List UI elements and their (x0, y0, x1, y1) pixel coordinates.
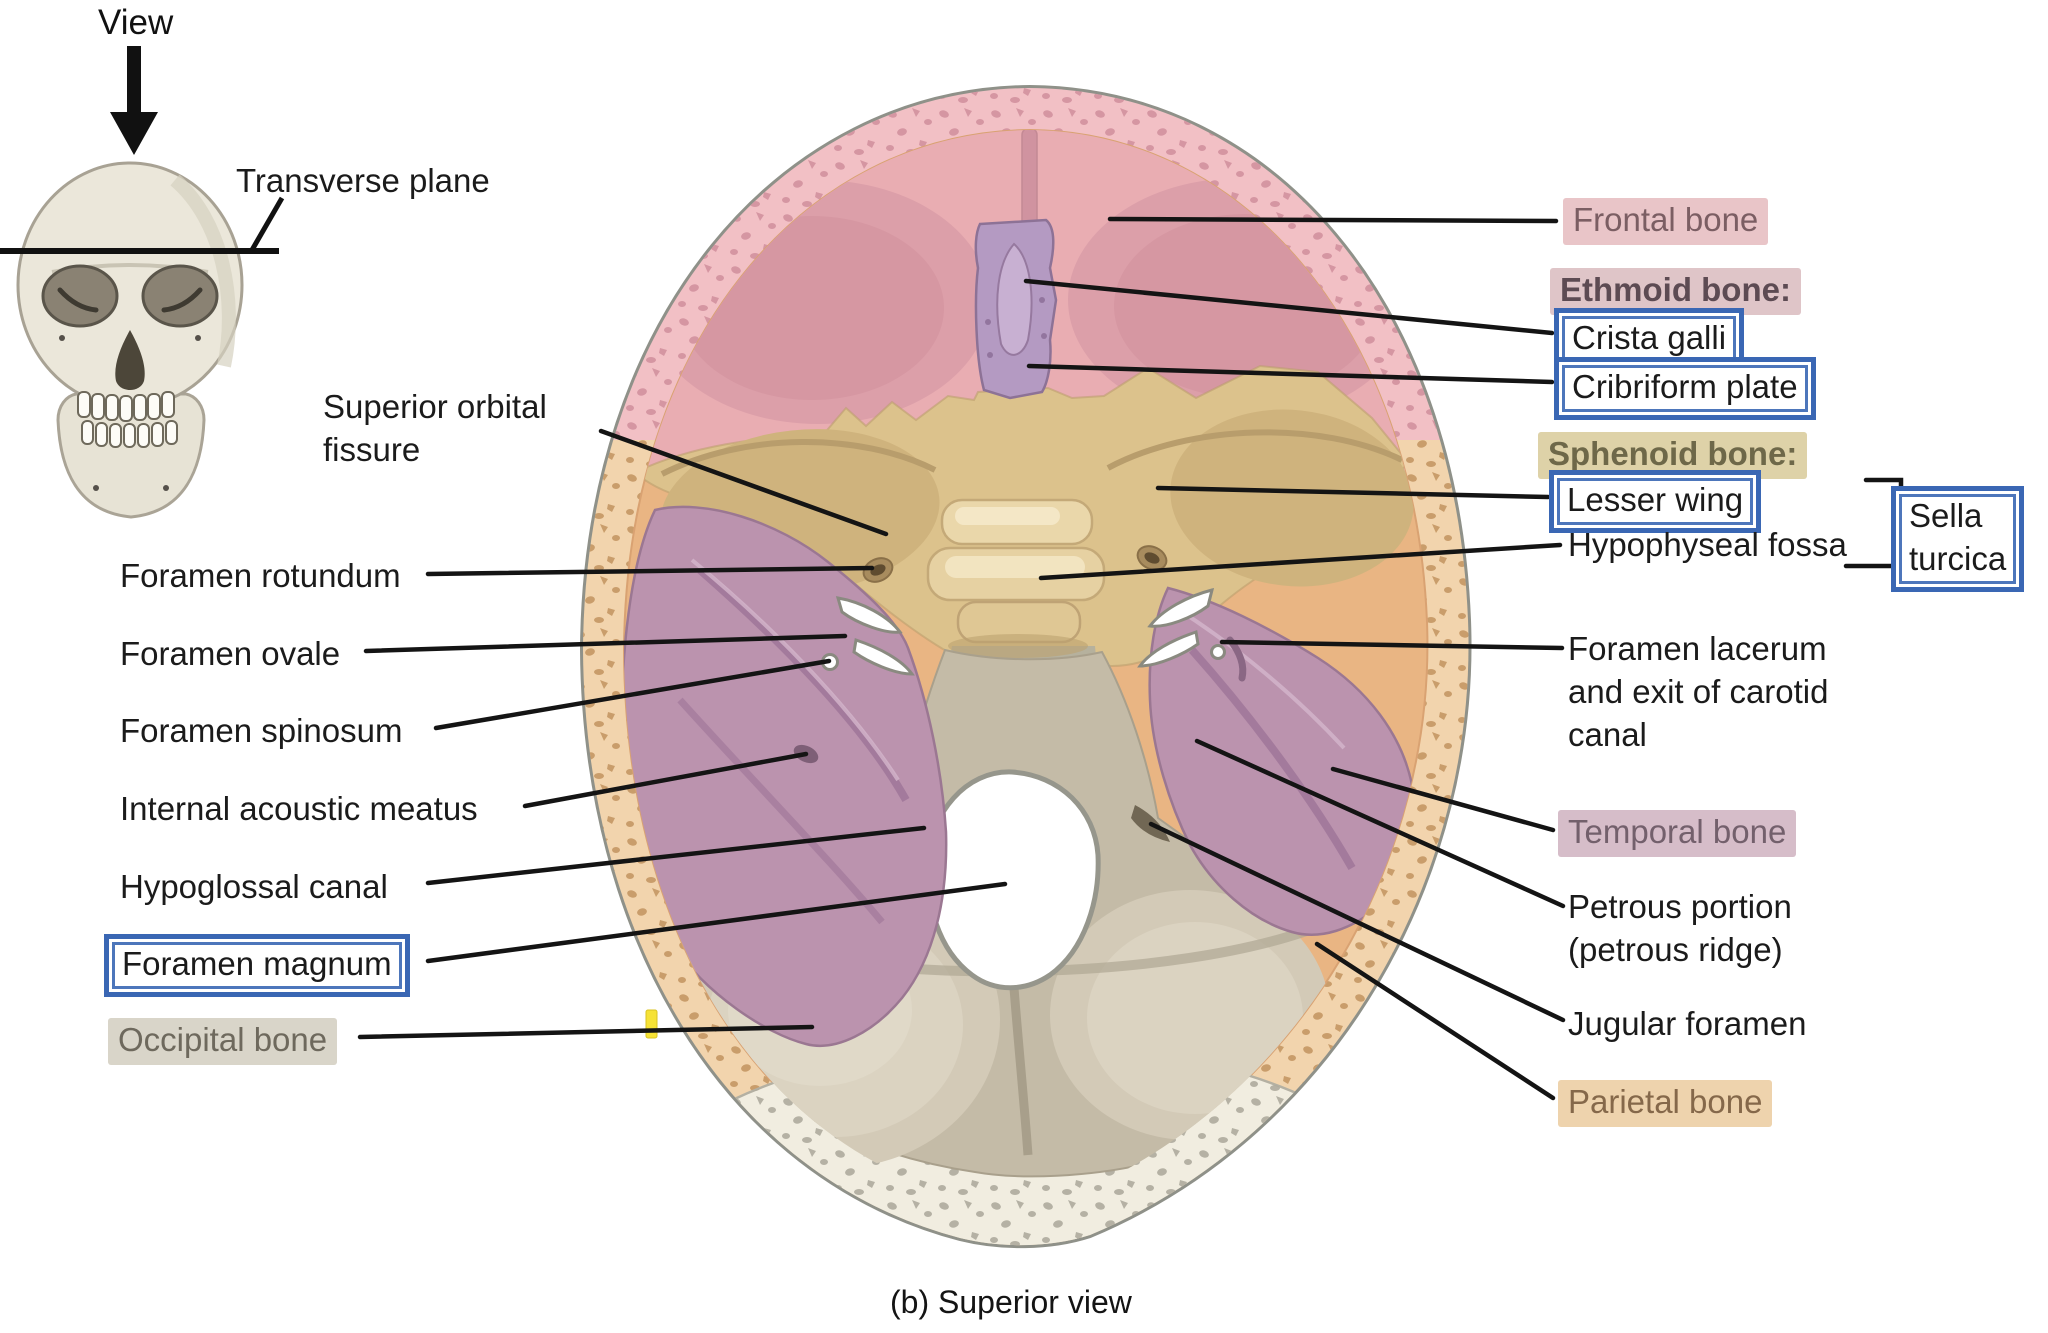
label-line: and exit of carotid (1568, 672, 1829, 710)
fissure-slits-right (1137, 587, 1226, 668)
label-line: canal (1568, 715, 1647, 753)
label-hypophyseal-fossa: Hypophyseal fossa (1568, 526, 1847, 563)
inset-skull (0, 46, 285, 519)
label-line: Sella (1909, 497, 1983, 534)
label-line: Petrous portion (1568, 888, 1792, 925)
label-internal-acoustic-meatus: Internal acoustic meatus (120, 790, 478, 827)
label-frontal-bone: Frontal bone (1563, 198, 1769, 245)
internal-occipital-crest (1009, 987, 1033, 1156)
label-line: Superior orbital (323, 388, 547, 425)
foramen-ovale-slit-right (1137, 630, 1200, 668)
frontal-crest-groove (1021, 130, 1038, 233)
lesser-wing-ridge-right (1106, 429, 1404, 471)
transverse-plane-pointer (249, 196, 285, 252)
leader-jugular-foramen (1148, 821, 1566, 1023)
label-foramen-rotundum: Foramen rotundum (120, 557, 401, 594)
foramen-rotundum-opening (862, 557, 894, 583)
label-parietal-bone: Parietal bone (1558, 1080, 1773, 1127)
view-arrow-icon (110, 46, 158, 155)
ethmoid-bone-region (974, 218, 1058, 400)
label-line: turcica (1909, 539, 2007, 577)
inset-teeth (77, 391, 178, 448)
leader-foramen-rotundum (425, 565, 875, 577)
leader-internal-acoustic-meatus (522, 751, 809, 809)
leader-foramen-ovale (363, 633, 848, 654)
leader-lesser-wing (1155, 485, 1551, 500)
petrous-ridge-left (697, 566, 910, 802)
foramen-rotundum-opening-right (1136, 545, 1168, 571)
label-sella-turcica: Sella turcica (1891, 486, 2025, 592)
yellow-highlight-tick (645, 1009, 658, 1039)
label-foramen-magnum: Foramen magnum (104, 934, 410, 997)
leader-occipital-bone (357, 1024, 815, 1040)
fissure-slits-left (821, 596, 915, 676)
superior-orbital-fissure-slit-right (1147, 587, 1215, 628)
leader-hypoglossal-canal (425, 825, 927, 886)
inset-nasal-aperture (115, 330, 145, 390)
label-petrous-portion: Petrous portion (petrous ridge) (1568, 886, 1792, 972)
leader-hypophyseal-fossa (1038, 542, 1563, 581)
leader-petrous-portion (1194, 738, 1566, 909)
transverse-plane-label: Transverse plane (236, 162, 490, 199)
label-occipital-bone: Occipital bone (108, 1018, 338, 1065)
leader-frontal-bone (1107, 216, 1559, 224)
lesser-wing-ridge-left (660, 439, 937, 477)
sella-turcica-shape (926, 498, 1106, 658)
label-temporal-bone: Temporal bone (1558, 810, 1797, 857)
foramen-spinosum-opening-right (1210, 644, 1226, 660)
inset-orbits (41, 264, 219, 328)
leader-foramen-lacerum (1219, 639, 1565, 651)
leader-cribriform-plate (1026, 363, 1555, 385)
label-foramen-ovale: Foramen ovale (120, 635, 341, 672)
leader-temporal-bone (1330, 766, 1556, 833)
leader-foramen-magnum (425, 881, 1008, 964)
crista-galli-shape (996, 242, 1033, 356)
label-hypoglossal-canal: Hypoglossal canal (120, 868, 388, 905)
figure-caption: (b) Superior view (890, 1284, 1132, 1320)
label-jugular-foramen: Jugular foramen (1568, 1005, 1807, 1042)
label-line: (petrous ridge) (1568, 930, 1783, 968)
view-label: View (98, 3, 174, 42)
label-foramen-spinosum: Foramen spinosum (120, 712, 403, 749)
label-foramen-lacerum: Foramen lacerum and exit of carotid cana… (1568, 628, 1829, 757)
foramen-magnum-opening (925, 769, 1101, 991)
greater-wing-fossa-right (1170, 409, 1414, 587)
petrous-ridge-right (1189, 647, 1356, 870)
label-ethmoid-heading: Ethmoid bone: (1550, 268, 1801, 315)
label-lesser-wing: Lesser wing (1549, 470, 1762, 533)
leader-foramen-spinosum (433, 658, 832, 731)
occipital-outer-speckle (612, 1043, 1432, 1246)
label-line: fissure (323, 430, 421, 468)
label-cribriform-plate: Cribriform plate (1554, 357, 1816, 420)
leader-superior-orbital-fissure (598, 428, 889, 537)
label-superior-orbital-fissure: Superior orbital fissure (323, 386, 547, 472)
leader-crista-galli (1023, 278, 1555, 336)
skull-superior-view (579, 84, 1472, 1249)
label-line: Foramen lacerum (1568, 630, 1827, 667)
leader-parietal-bone (1314, 941, 1556, 1101)
foramen-ovale-slit-left (852, 638, 915, 676)
superior-orbital-fissure-slit-left (835, 596, 903, 634)
